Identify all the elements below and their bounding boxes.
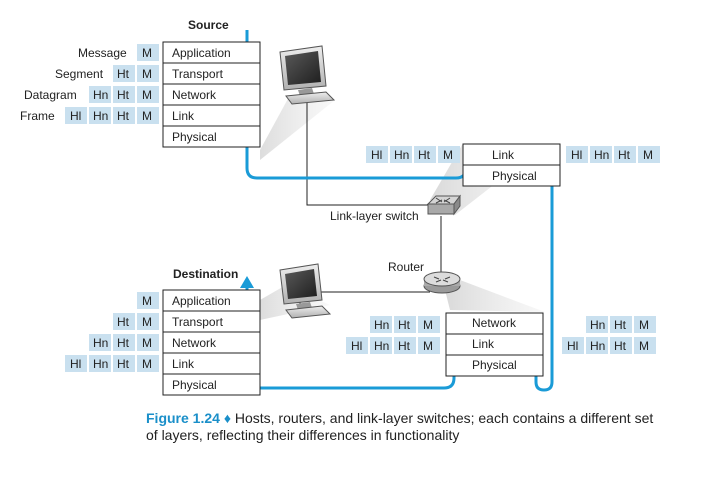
svg-text:M: M [142,315,152,329]
svg-text:Ht: Ht [117,67,130,81]
switch-label: Link-layer switch [330,209,419,223]
svg-text:Network: Network [472,316,517,330]
destination-stack: Application Transport Network Link Physi… [162,289,261,396]
layer-network: Network [172,88,217,102]
svg-text:M: M [142,46,152,60]
pdu-segment: Segment [55,67,104,81]
destination-arrow-icon [240,276,254,288]
destination-headers: M Ht M Hn Ht M Hl Hn Ht M [65,292,159,372]
svg-text:Ht: Ht [614,339,627,353]
svg-text:Application: Application [172,294,231,308]
svg-text:Hn: Hn [394,148,409,162]
svg-text:M: M [142,109,152,123]
source-computer-icon [279,45,336,105]
svg-text:M: M [639,318,649,332]
svg-text:Hn: Hn [594,148,609,162]
svg-text:Hl: Hl [351,339,362,353]
svg-text:Ht: Ht [117,336,130,350]
source-stack: Application Transport Network Link Physi… [162,41,261,148]
router-icon [423,271,461,294]
svg-text:Network: Network [172,336,217,350]
svg-text:M: M [423,339,433,353]
layer-link: Link [172,109,195,123]
svg-text:Ht: Ht [398,318,411,332]
svg-text:M: M [639,339,649,353]
svg-text:M: M [142,336,152,350]
pdu-frame: Frame [20,109,55,123]
svg-text:Physical: Physical [172,378,217,392]
svg-text:M: M [423,318,433,332]
svg-text:Ht: Ht [117,88,130,102]
router-headers-out: Hn Ht M Hl Hn Ht M [562,316,656,354]
svg-text:Ht: Ht [614,318,627,332]
svg-text:Hn: Hn [590,318,605,332]
source-headers: Message M Segment Ht M Datagram Hn Ht M … [20,44,159,124]
svg-text:M: M [443,148,453,162]
svg-text:Hl: Hl [571,148,582,162]
switch-headers-out: Hl Hn Ht M [566,146,660,163]
svg-text:Hl: Hl [70,109,81,123]
svg-text:M: M [142,88,152,102]
svg-text:Ht: Ht [398,339,411,353]
destination-computer-icon [279,263,332,319]
switch-headers-in: Hl Hn Ht M [366,146,460,163]
svg-text:Physical: Physical [492,169,537,183]
svg-text:Ht: Ht [618,148,631,162]
router-label: Router [388,260,424,274]
svg-text:Hn: Hn [374,318,389,332]
svg-text:Hn: Hn [590,339,605,353]
svg-text:Hl: Hl [371,148,382,162]
svg-text:Transport: Transport [172,315,224,329]
svg-text:Hn: Hn [93,357,108,371]
svg-text:Hl: Hl [70,357,81,371]
caption-symbol: ♦ [223,410,231,426]
svg-text:Hn: Hn [93,109,108,123]
destination-label: Destination [173,267,238,281]
svg-text:M: M [643,148,653,162]
svg-text:Hl: Hl [567,339,578,353]
figure-caption: Figure 1.24 ♦ Hosts, routers, and link-l… [146,410,666,444]
caption-text: Hosts, routers, and link-layer switches;… [146,410,654,443]
layer-physical: Physical [172,130,217,144]
svg-text:Ht: Ht [418,148,431,162]
svg-text:Ht: Ht [117,315,130,329]
pdu-datagram: Datagram [24,88,77,102]
cables [299,100,442,312]
svg-text:Link: Link [172,357,195,371]
router-stack: Network Link Physical [445,312,544,377]
svg-text:M: M [142,294,152,308]
switch-stack: Link Physical [462,143,561,187]
svg-text:Hn: Hn [93,336,108,350]
svg-text:Link: Link [472,337,495,351]
svg-text:M: M [142,357,152,371]
source-label: Source [188,18,229,32]
svg-text:Physical: Physical [472,358,517,372]
layer-application: Application [172,46,231,60]
svg-text:Ht: Ht [117,109,130,123]
figure-number: Figure 1.24 [146,410,220,426]
svg-text:Hn: Hn [93,88,108,102]
svg-text:Link: Link [492,148,515,162]
svg-text:M: M [142,67,152,81]
layer-transport: Transport [172,67,224,81]
router-headers-in: Hn Ht M Hl Hn Ht M [346,316,440,354]
switch-icon [426,194,461,216]
svg-text:Ht: Ht [117,357,130,371]
svg-text:Hn: Hn [374,339,389,353]
pdu-message: Message [78,46,127,60]
